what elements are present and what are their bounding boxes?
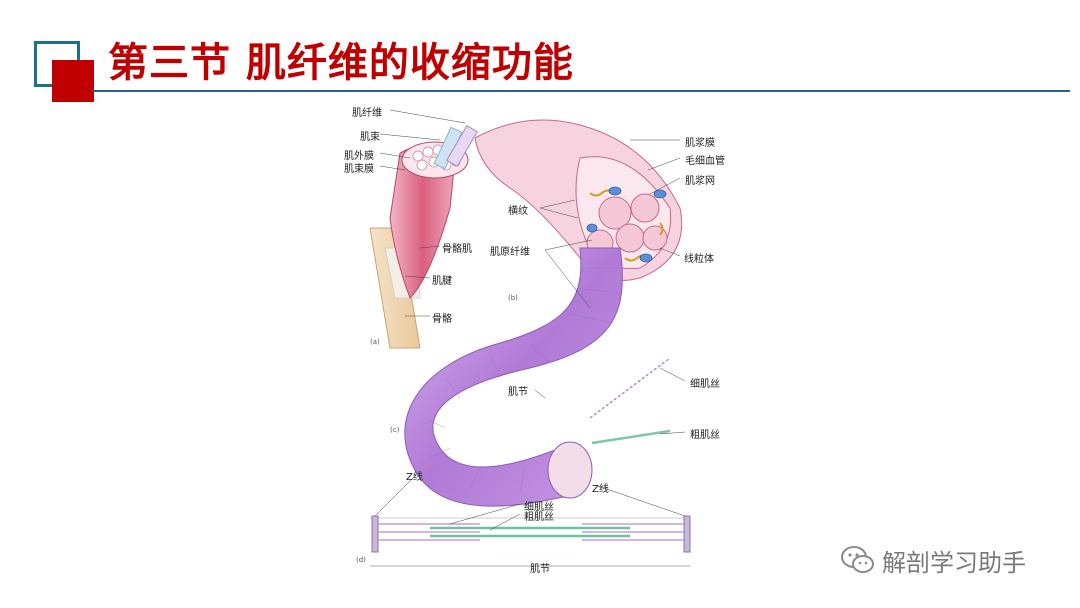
label-muscle-fiber: 肌纤维 (352, 108, 382, 119)
wechat-watermark: 解剖学习助手 (840, 540, 1026, 580)
label-panel-b: (b) (508, 294, 518, 302)
label-mitochondria: 线粒体 (684, 254, 714, 265)
label-thick-filament-bottom: 粗肌丝 (524, 512, 554, 523)
label-skeletal-muscle: 骨骼肌 (442, 244, 472, 255)
label-thin-filament-bottom: 细肌丝 (524, 502, 554, 513)
watermark-text: 解剖学习助手 (882, 548, 1026, 577)
label-thin-filament: 细肌丝 (690, 379, 720, 390)
wechat-icon (841, 546, 874, 573)
muscle-fiber-diagram: 肌纤维 肌束 肌外膜 肌束膜 骨骼肌 肌腱 骨骼 (a) 肌浆膜 毛细血管 肌浆… (330, 98, 770, 578)
label-striations: 横纹 (508, 206, 528, 217)
title-deco-red-square (52, 60, 94, 102)
label-sarcoplasmic-reticulum: 肌浆网 (685, 176, 715, 187)
label-epimysium: 肌外膜 (344, 151, 374, 162)
label-tendon: 肌腱 (432, 276, 452, 287)
label-thick-filament: 粗肌丝 (690, 430, 720, 441)
label-z-line-left: Z线 (406, 472, 423, 483)
label-sarcomere-bottom: 肌节 (530, 564, 550, 575)
diagram-illustration (369, 109, 691, 567)
label-panel-c: (c) (390, 426, 400, 434)
label-sarcomere-top: 肌节 (508, 387, 528, 398)
label-bone: 骨骼 (432, 314, 452, 325)
label-panel-d: (d) (356, 556, 366, 564)
label-z-line-right: Z线 (592, 484, 609, 495)
label-myofibril: 肌原纤维 (490, 247, 530, 258)
slide-title: 第三节 肌纤维的收缩功能 (108, 40, 574, 86)
label-fascicle: 肌束 (360, 132, 380, 143)
label-panel-a: (a) (370, 338, 380, 346)
label-endomysium: 肌浆膜 (685, 138, 715, 149)
label-perimysium: 肌束膜 (344, 164, 374, 175)
label-capillary: 毛细血管 (685, 156, 725, 167)
title-underline (92, 90, 1070, 92)
